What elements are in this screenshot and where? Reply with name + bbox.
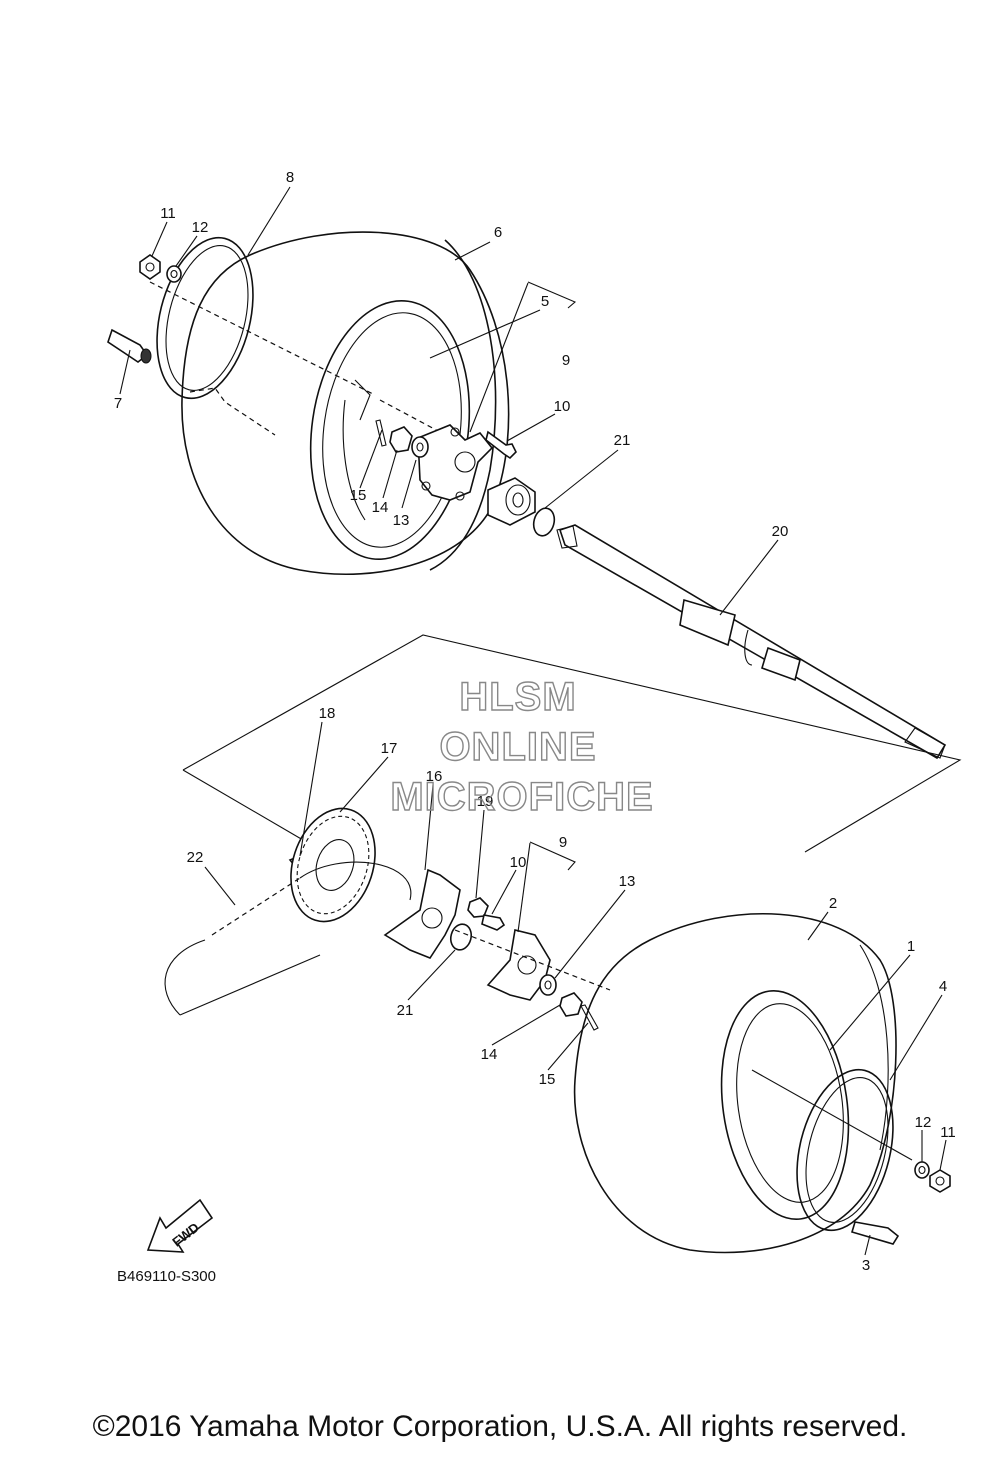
lower-tire bbox=[573, 913, 897, 1254]
lower-bead-ring-4 bbox=[796, 1068, 894, 1232]
upper-tire bbox=[181, 231, 510, 576]
callout-10: 10 bbox=[554, 398, 571, 415]
upper-bead-ring bbox=[156, 236, 254, 400]
hub-16 bbox=[383, 868, 461, 959]
diagram-code: B469110-S300 bbox=[117, 1268, 216, 1285]
callout-14: 14 bbox=[372, 499, 389, 516]
lower-nut-11 bbox=[929, 1169, 951, 1193]
callout-3: 3 bbox=[862, 1257, 870, 1274]
lower-washer-13 bbox=[539, 974, 557, 996]
callout-20: 20 bbox=[772, 523, 789, 540]
callout-21: 21 bbox=[614, 432, 631, 449]
lower-bolt-10 bbox=[481, 914, 506, 931]
callout-18: 18 bbox=[319, 705, 336, 722]
callout-14-lower: 14 bbox=[481, 1046, 498, 1063]
lower-o-ring-21 bbox=[449, 923, 473, 951]
watermark-line-3: MICROFICHE bbox=[390, 775, 653, 819]
callout-11: 11 bbox=[160, 205, 176, 222]
callout-11-lower: 11 bbox=[940, 1124, 956, 1141]
callout-16: 16 bbox=[426, 768, 443, 785]
upper-o-ring-21 bbox=[532, 507, 556, 537]
upper-pin-15 bbox=[375, 419, 387, 447]
assembly-frame bbox=[182, 634, 962, 853]
lower-valve-3 bbox=[851, 1221, 900, 1245]
callout-13-lower: 13 bbox=[619, 873, 636, 890]
watermark: HLSM ONLINE MICROFICHE bbox=[390, 674, 654, 819]
callout-10-lower: 10 bbox=[510, 854, 527, 871]
upper-hub-9 bbox=[417, 424, 494, 501]
lower-hub-9 bbox=[486, 929, 551, 1001]
callout-21-lower: 21 bbox=[397, 1002, 414, 1019]
callout-2: 2 bbox=[829, 895, 837, 912]
callout-12: 12 bbox=[192, 219, 209, 236]
callout-19: 19 bbox=[477, 793, 494, 810]
callout-15: 15 bbox=[350, 487, 367, 504]
callout-9: 9 bbox=[562, 352, 570, 369]
fwd-arrow-icon: FWD bbox=[146, 1198, 214, 1253]
callout-12-lower: 12 bbox=[915, 1114, 932, 1131]
upper-castle-nut-14 bbox=[389, 426, 413, 453]
callout-1: 1 bbox=[907, 938, 915, 955]
callout-9-lower: 9 bbox=[559, 834, 567, 851]
callouts-upper: 8 11 12 6 5 7 9 10 15 14 13 21 20 bbox=[114, 169, 789, 540]
leader-lines bbox=[119, 186, 947, 1256]
lower-castle-nut-14 bbox=[559, 992, 583, 1017]
callout-17: 17 bbox=[381, 740, 398, 757]
callout-13: 13 bbox=[393, 512, 410, 529]
parts-diagram: 8 11 12 6 5 7 9 10 15 14 13 21 20 18 17 … bbox=[107, 169, 962, 1285]
callout-8: 8 bbox=[286, 169, 294, 186]
upper-washer-12 bbox=[166, 265, 182, 283]
copyright-notice: ©2016 Yamaha Motor Corporation, U.S.A. A… bbox=[92, 1410, 908, 1443]
callout-7: 7 bbox=[114, 395, 122, 412]
axle-20 bbox=[556, 524, 947, 760]
nut-19 bbox=[467, 897, 489, 918]
callout-22: 22 bbox=[187, 849, 204, 866]
callout-15-lower: 15 bbox=[539, 1071, 556, 1088]
upper-nut-11 bbox=[139, 254, 161, 280]
callout-6: 6 bbox=[494, 224, 502, 241]
upper-valve-7 bbox=[107, 328, 152, 364]
callout-5: 5 bbox=[541, 293, 549, 310]
watermark-line-1: HLSM bbox=[459, 675, 576, 719]
callout-4: 4 bbox=[939, 978, 947, 995]
chain-22 bbox=[164, 861, 412, 1016]
lower-pin-15 bbox=[580, 1004, 599, 1031]
upper-washer-13 bbox=[411, 436, 429, 458]
upper-bolt-10 bbox=[485, 430, 517, 460]
watermark-line-2: ONLINE bbox=[439, 725, 596, 769]
lower-washer-12 bbox=[914, 1161, 930, 1179]
callouts-lower: 18 17 16 19 9 10 22 13 2 1 4 21 14 15 12… bbox=[187, 705, 956, 1274]
upper-bearing-housing bbox=[487, 477, 536, 526]
